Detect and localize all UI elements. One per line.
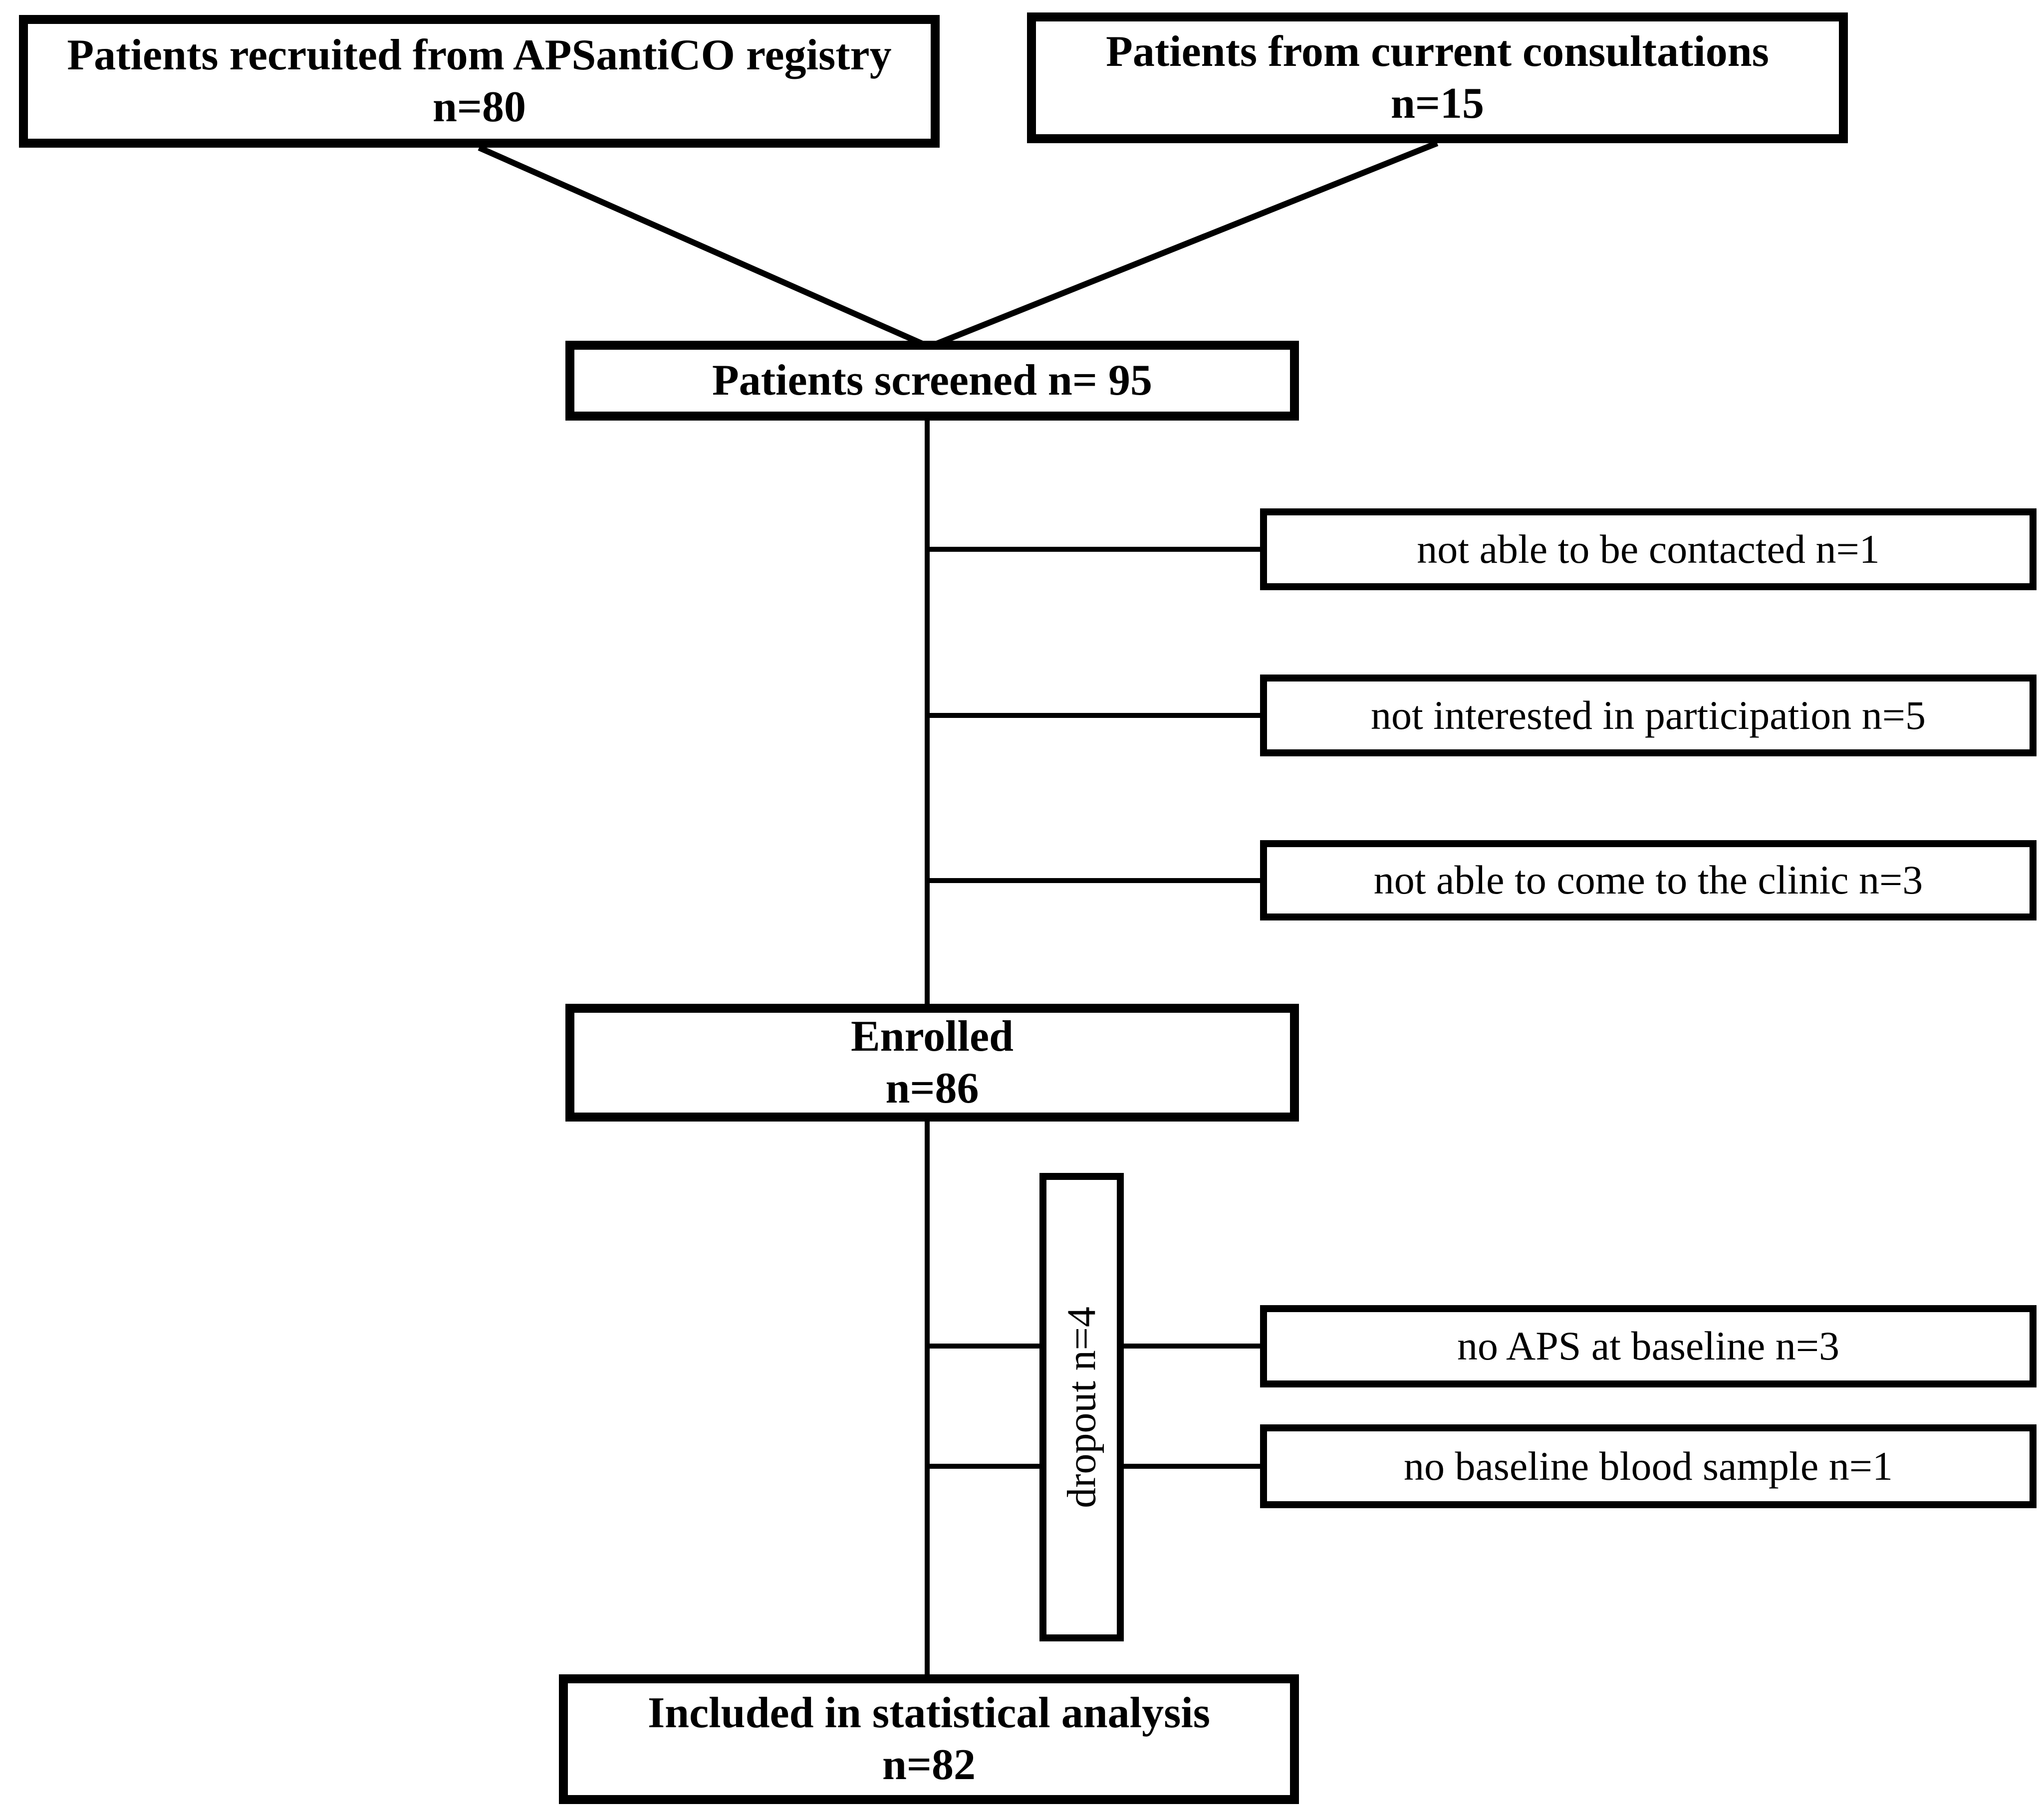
registry-title: Patients recruited from APSantiCO regist… — [67, 31, 892, 80]
dropout-reason-label: no baseline blood sample n=1 — [1404, 1443, 1893, 1489]
connector-registry-to-screened — [478, 145, 931, 350]
dropout-reason-box-no-blood-sample: no baseline blood sample n=1 — [1260, 1424, 2037, 1508]
registry-count: n=80 — [432, 83, 526, 131]
exclusion-label: not able to be contacted n=1 — [1417, 526, 1880, 572]
consultations-box: Patients from current consultations n=15 — [1027, 12, 1848, 143]
screened-title: Patients screened n= 95 — [712, 356, 1152, 405]
exclusion-box-not-able-to-come: not able to come to the clinic n=3 — [1260, 840, 2037, 920]
consultations-count: n=15 — [1390, 79, 1485, 128]
dropout-label: dropout n=4 — [1058, 1306, 1104, 1508]
enrolled-box: Enrolled n=86 — [565, 1004, 1299, 1122]
enrolled-count: n=86 — [885, 1064, 979, 1113]
analysis-count: n=82 — [882, 1741, 976, 1789]
dropout-reason-label: no APS at baseline n=3 — [1457, 1323, 1839, 1369]
exclusion-label: not interested in participation n=5 — [1371, 692, 1926, 738]
exclusion-label: not able to come to the clinic n=3 — [1373, 857, 1923, 903]
dropout-reason-box-no-aps: no APS at baseline n=3 — [1260, 1305, 2037, 1387]
consultations-title: Patients from current consultations — [1106, 27, 1769, 76]
screened-box: Patients screened n= 95 — [565, 341, 1299, 421]
analysis-title: Included in statistical analysis — [647, 1689, 1211, 1738]
dropout-box: dropout n=4 — [1039, 1173, 1124, 1641]
analysis-box: Included in statistical analysis n=82 — [559, 1674, 1299, 1804]
connector-consultations-to-screened — [928, 140, 1439, 350]
registry-box: Patients recruited from APSantiCO regist… — [19, 15, 940, 148]
exclusion-box-not-interested: not interested in participation n=5 — [1260, 675, 2037, 756]
enrolled-title: Enrolled — [850, 1012, 1014, 1061]
exclusion-box-not-contacted: not able to be contacted n=1 — [1260, 508, 2037, 590]
